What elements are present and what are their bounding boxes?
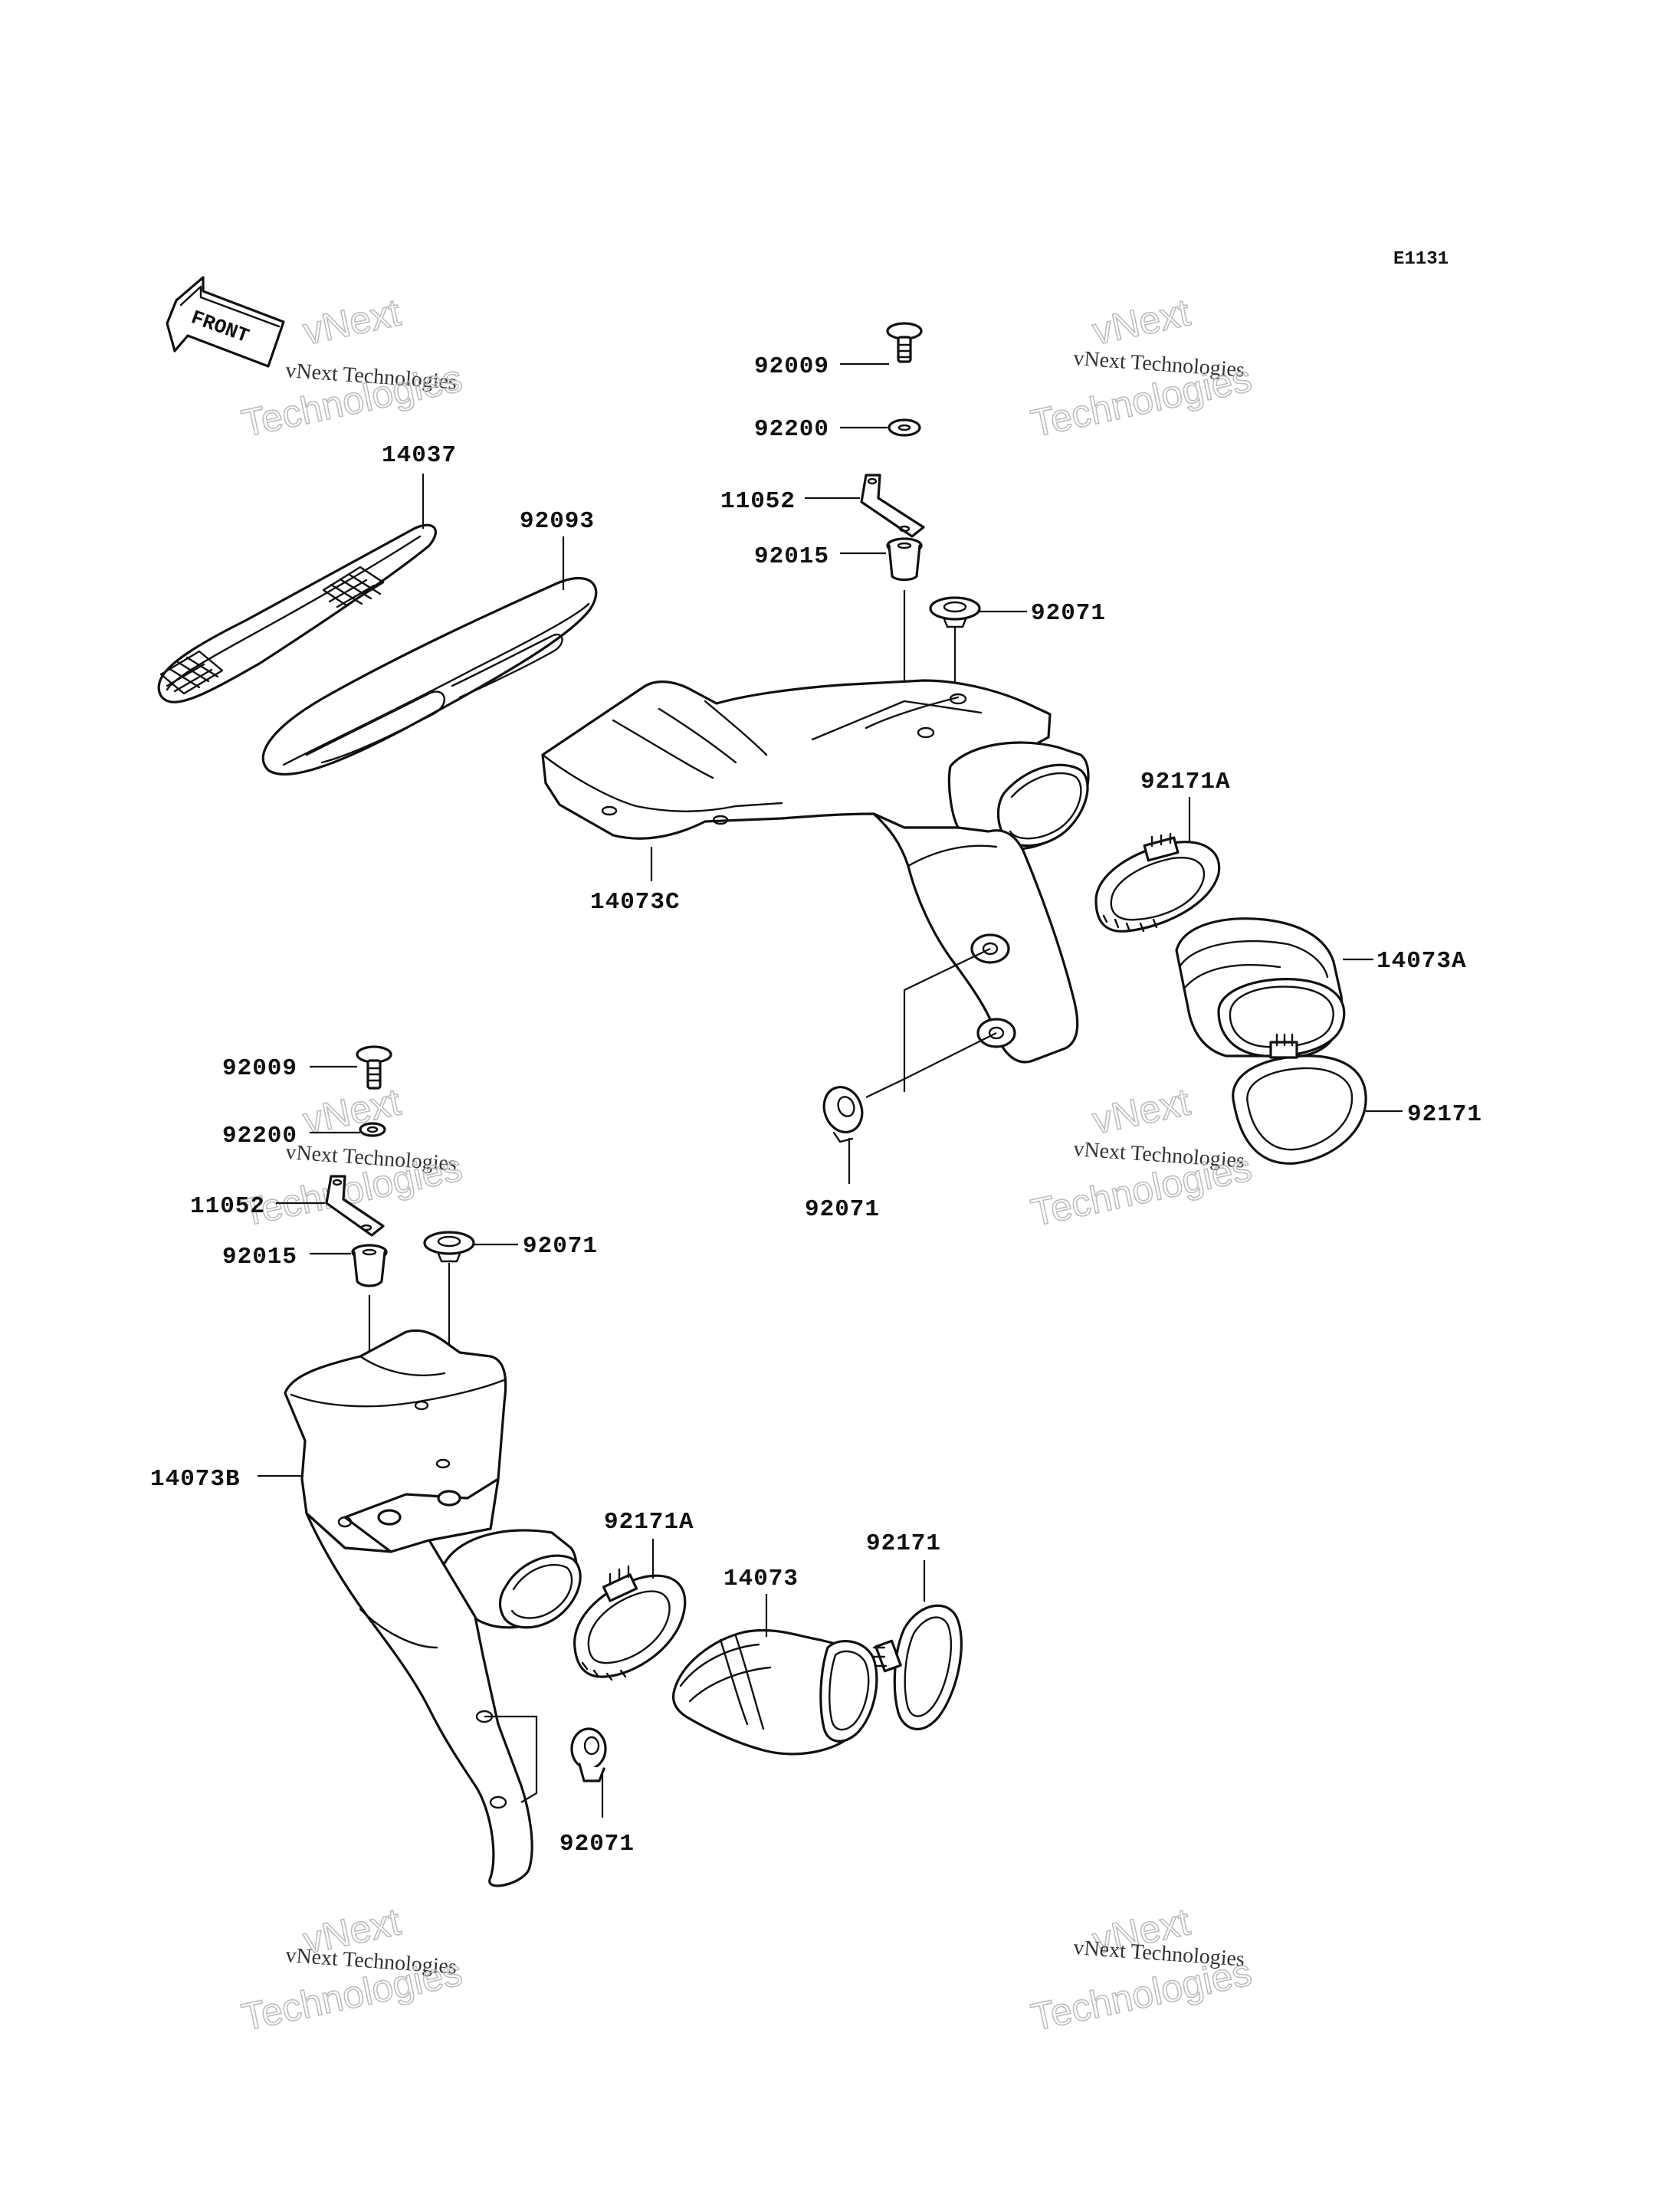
- label-92171a-right: 92171A: [1140, 769, 1231, 795]
- upper-duct-part: [541, 679, 1090, 1064]
- label-92171-right: 92171: [1407, 1101, 1482, 1128]
- watermark-bottom-left: vNext vNext Technologies Technologies: [238, 1900, 467, 2040]
- label-14037: 14037: [382, 442, 457, 469]
- label-14073b: 14073B: [150, 1466, 241, 1493]
- label-92009-low: 92009: [222, 1055, 297, 1082]
- watermark-brand: vNext: [1089, 290, 1194, 353]
- label-92015-top: 92015: [754, 543, 829, 570]
- watermark-mid-right: vNext vNext Technologies Technologies: [1027, 1080, 1256, 1235]
- label-14073a: 14073A: [1376, 948, 1467, 975]
- leader-arm-hole-2: [865, 1032, 997, 1098]
- clamp-lower-right-part: [872, 1604, 963, 1730]
- mesh-strip-part: [157, 523, 437, 703]
- label-92071-low: 92071: [523, 1233, 598, 1260]
- leader-arm-hole-1: [903, 948, 991, 1092]
- leader-lower-arm-holes: [484, 1715, 538, 1803]
- label-92071-top: 92071: [1031, 600, 1106, 627]
- label-92071-mid: 92071: [805, 1196, 880, 1223]
- watermark-brand: vNext: [300, 290, 405, 353]
- grommet-top-icon: [929, 596, 981, 628]
- bracket-top-icon: [860, 474, 925, 538]
- bolt-low-icon: [356, 1045, 392, 1090]
- label-14073: 14073: [724, 1566, 799, 1592]
- grommet-low-icon: [423, 1231, 475, 1263]
- watermark-brand: vNext: [1089, 1080, 1194, 1142]
- mesh-pattern-icon: [159, 566, 385, 695]
- label-11052-top: 11052: [720, 488, 796, 515]
- label-14073c: 14073C: [590, 889, 681, 916]
- duct-right-part: [1175, 917, 1346, 1058]
- grommet-mid-icon: [822, 1086, 864, 1143]
- label-92093: 92093: [520, 508, 595, 535]
- watermark-bottom-right: vNext vNext Technologies Technologies: [1027, 1900, 1256, 2040]
- lower-duct-part: [284, 1329, 582, 1887]
- label-92200-top: 92200: [754, 416, 829, 443]
- label-92171a-low: 92171A: [604, 1509, 694, 1536]
- label-92071-bottom: 92071: [559, 1831, 635, 1858]
- clamp-lower-left-part: [573, 1565, 687, 1681]
- collar-low-icon: [351, 1244, 388, 1287]
- clamp-right-lower-part: [1232, 1033, 1367, 1165]
- washer-top-icon: [888, 418, 921, 437]
- label-92015-low: 92015: [222, 1244, 297, 1271]
- label-92171-low: 92171: [866, 1530, 941, 1557]
- seal-ring-part: [261, 576, 598, 776]
- bolt-top-icon: [886, 322, 923, 363]
- watermark-top-left: vNext vNext Technologies Technologies: [238, 290, 467, 446]
- washer-low-icon: [359, 1122, 386, 1137]
- grommet-bottom-icon: [570, 1727, 607, 1782]
- watermark-top-right: vNext vNext Technologies Technologies: [1027, 290, 1256, 446]
- elbow-duct-part: [671, 1628, 878, 1756]
- front-arrow-icon: FRONT: [166, 276, 285, 368]
- label-92009-top: 92009: [754, 353, 829, 380]
- bracket-low-icon: [325, 1175, 385, 1237]
- label-92200-low: 92200: [222, 1123, 297, 1149]
- label-11052-low: 11052: [190, 1193, 265, 1220]
- collar-top-icon: [886, 537, 923, 582]
- diagram-code: E1131: [1393, 249, 1449, 270]
- clamp-right-upper-part: [1094, 832, 1221, 933]
